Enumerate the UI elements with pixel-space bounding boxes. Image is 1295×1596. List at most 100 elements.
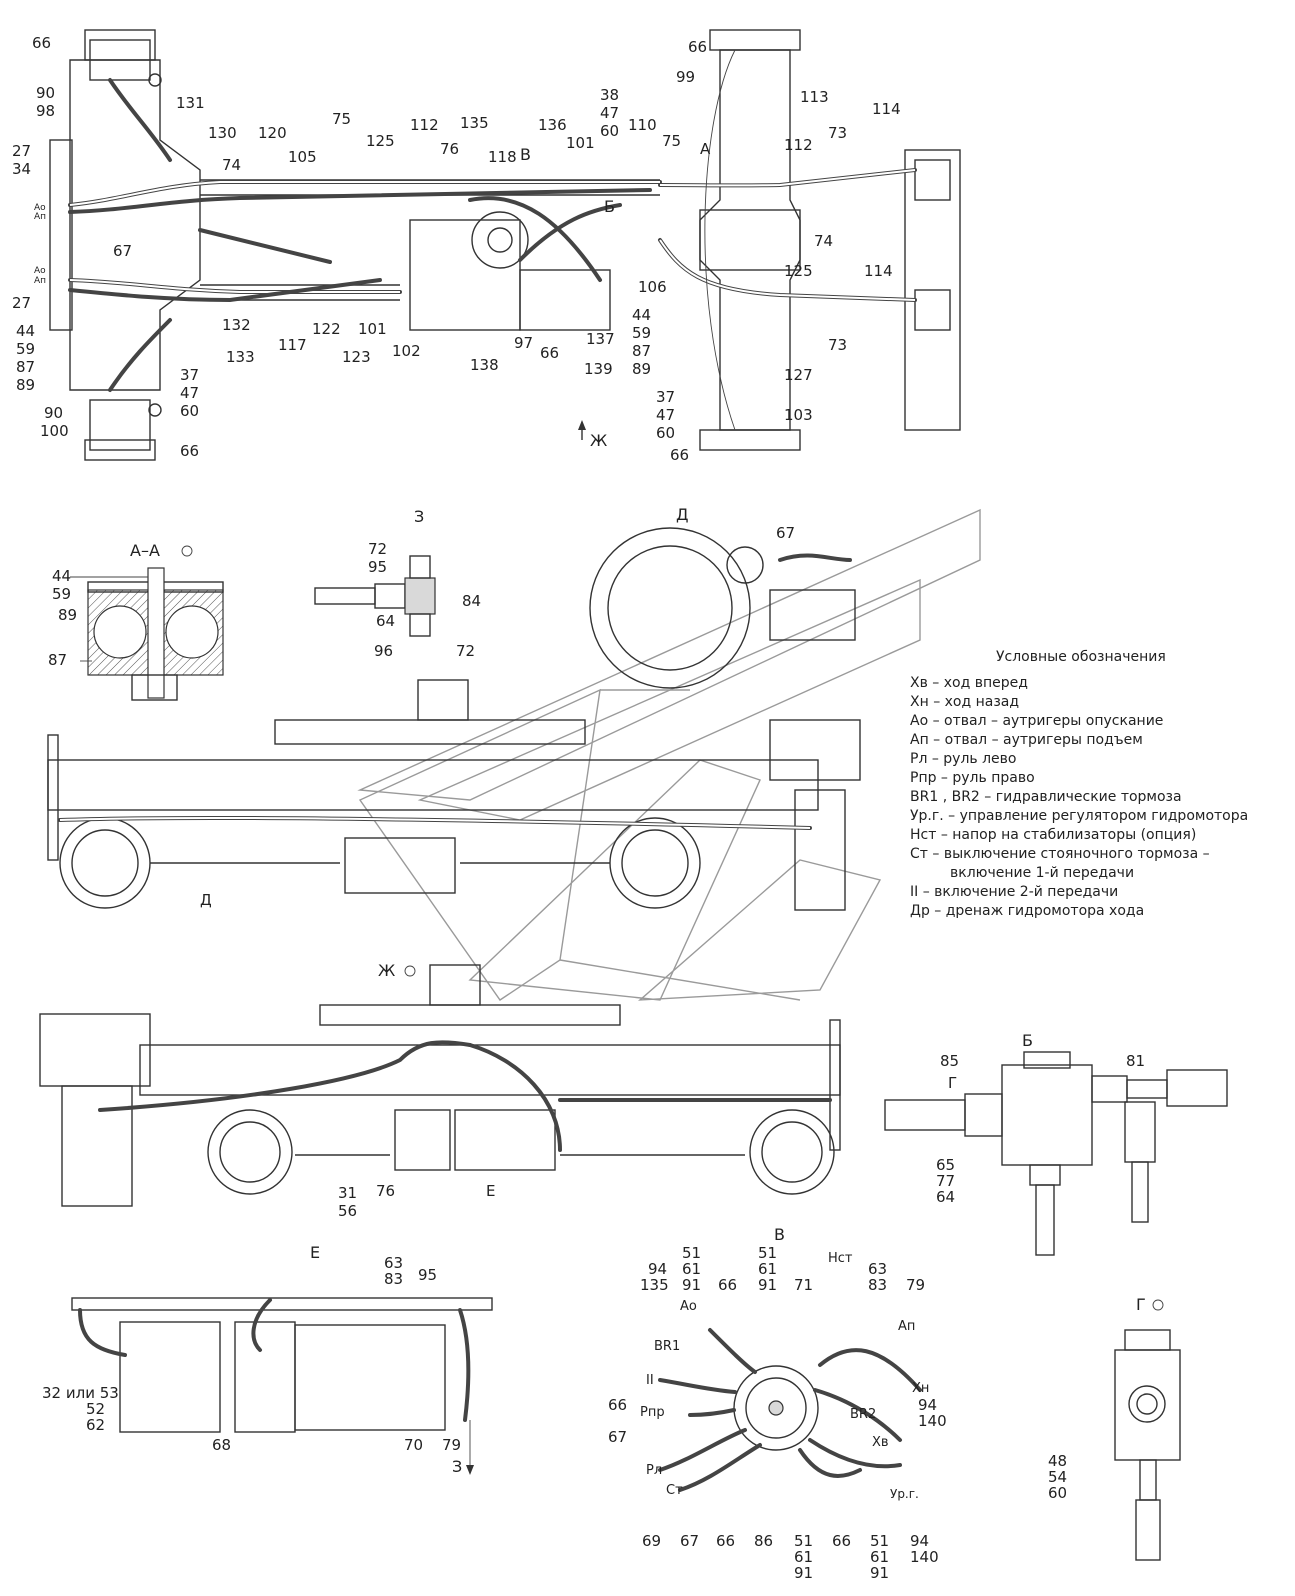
callout: 91 (870, 1564, 889, 1582)
legend-item: Др – дренаж гидромотора хода (910, 903, 1145, 919)
callout: 140 (918, 1412, 947, 1430)
callout: 51 (794, 1532, 813, 1550)
callout: 67 (680, 1532, 699, 1550)
callout: 137 (586, 330, 615, 348)
view-d-title: Д (676, 505, 689, 524)
side-view: Д (47, 679, 861, 911)
callout: 47 (600, 104, 619, 122)
callout: 87 (16, 358, 35, 376)
callout: 123 (342, 348, 371, 366)
callout: 139 (584, 360, 613, 378)
callout: 66 (540, 344, 559, 362)
callout: Г (948, 1074, 957, 1092)
callout: 140 (910, 1548, 939, 1566)
callout: 75 (662, 132, 681, 150)
callout: 74 (814, 232, 833, 250)
callout: 106 (638, 278, 667, 296)
callout: 95 (418, 1266, 437, 1284)
callout: 112 (784, 136, 813, 154)
legend-item: Хв – ход вперед (910, 675, 1028, 691)
callout: 105 (288, 148, 317, 166)
callout: 47 (180, 384, 199, 402)
callout: 32 или 53 (42, 1384, 119, 1402)
callout: II (646, 1373, 654, 1388)
callout: 94 (648, 1260, 667, 1278)
callout: 64 (376, 612, 395, 630)
callout: 99 (676, 68, 695, 86)
callout: 127 (784, 366, 813, 384)
view-e-title: Е (310, 1243, 320, 1262)
view-e: Е 63 83 95 32 или 53 52 62 68 70 79 З (42, 1243, 493, 1476)
top-plan-view (49, 29, 961, 461)
callout: 133 (226, 348, 255, 366)
callout: 87 (632, 342, 651, 360)
callout: Хн (912, 1381, 929, 1396)
callout: 89 (632, 360, 651, 378)
callout: Ап (34, 212, 46, 222)
legend-item: II – включение 2-й передачи (910, 884, 1119, 900)
callout: 81 (1126, 1052, 1145, 1070)
callout: 31 (338, 1184, 357, 1202)
callout: 136 (538, 116, 567, 134)
callout: 73 (828, 124, 847, 142)
callout: 27 (12, 294, 31, 312)
callout: 44 (52, 567, 71, 585)
callout: 125 (366, 132, 395, 150)
callout: 66 (180, 442, 199, 460)
callout: 37 (656, 388, 675, 406)
callout: 59 (16, 340, 35, 358)
callout: 61 (682, 1260, 701, 1278)
callout: Ао (34, 203, 46, 213)
callout: Е (486, 1182, 495, 1200)
direction-mark: Ж (590, 431, 607, 450)
callout: 63 (384, 1254, 403, 1272)
callout: 38 (600, 86, 619, 104)
view-z-title: З (414, 507, 424, 526)
callout: 66 (608, 1396, 627, 1414)
callout: 87 (48, 651, 67, 669)
callout: Хв (872, 1435, 889, 1450)
callout: З (452, 1457, 462, 1476)
callout: 66 (32, 34, 51, 52)
callout: 66 (716, 1532, 735, 1550)
view-zh-title: Ж (378, 961, 395, 980)
callout: 67 (776, 524, 795, 542)
view-g-title: Г (1136, 1295, 1146, 1314)
callout: 37 (180, 366, 199, 384)
callout: 97 (514, 334, 533, 352)
callout: 44 (632, 306, 651, 324)
top-plan-labels: 66 90 98 27 34 Ао Ап 67 Ао Ап 27 44 59 8… (12, 34, 901, 464)
callout: 90 (44, 404, 63, 422)
view-b: Б 85 Г 81 65 77 64 (884, 1031, 1228, 1256)
callout: 90 (36, 84, 55, 102)
callout: Ст (666, 1483, 683, 1498)
callout: 79 (906, 1276, 925, 1294)
callout: 70 (404, 1436, 423, 1454)
callout: 61 (758, 1260, 777, 1278)
callout: Рл (646, 1463, 662, 1478)
callout: 51 (870, 1532, 889, 1550)
legend-item: включение 1-й передачи (950, 865, 1135, 881)
callout: 66 (688, 38, 707, 56)
callout: 103 (784, 406, 813, 424)
callout: 47 (656, 406, 675, 424)
callout: 83 (868, 1276, 887, 1294)
callout: 62 (86, 1416, 105, 1434)
callout: Нст (828, 1251, 853, 1266)
legend-item: Нст – напор на стабилизаторы (опция) (910, 827, 1197, 843)
callout: 73 (828, 336, 847, 354)
legend-item: BR1 , BR2 – гидравлические тормоза (910, 789, 1182, 805)
callout: 113 (800, 88, 829, 106)
callout: 51 (682, 1244, 701, 1262)
callout: 114 (872, 100, 901, 118)
watermark-logo (357, 508, 981, 1001)
callout: 117 (278, 336, 307, 354)
callout: 74 (222, 156, 241, 174)
callout: 61 (870, 1548, 889, 1566)
callout: 67 (113, 242, 132, 260)
callout: 91 (794, 1564, 813, 1582)
callout: 101 (566, 134, 595, 152)
legend-item: Хн – ход назад (910, 694, 1020, 710)
